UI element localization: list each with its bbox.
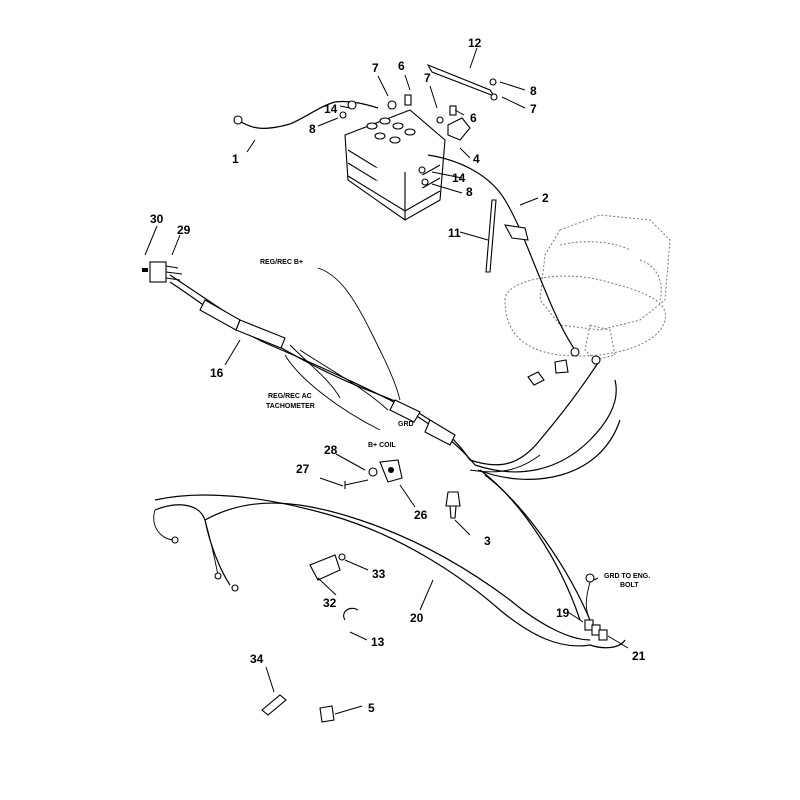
callout-27: 27 — [296, 462, 310, 476]
reg-rec-b-wire — [317, 267, 401, 401]
battery — [344, 109, 446, 221]
callout-13: 13 — [371, 635, 385, 649]
callout-7a: 7 — [372, 61, 379, 75]
callout-33: 33 — [372, 567, 386, 581]
clip-33 — [309, 554, 341, 581]
clip-34 — [261, 694, 287, 716]
tachometer-wire — [289, 344, 341, 399]
cap-4 — [447, 117, 471, 141]
callout-19: 19 — [556, 606, 570, 620]
washer-8b — [489, 78, 497, 86]
callout-28: 28 — [324, 443, 338, 457]
callout-14a: 14 — [324, 102, 338, 116]
washer-8a — [339, 111, 347, 119]
cable-1-terminal — [233, 115, 243, 125]
callout-34: 34 — [250, 652, 264, 666]
callout-12: 12 — [468, 36, 482, 50]
screw-27 — [344, 479, 369, 489]
ring-13 — [343, 607, 359, 621]
tag-reg-rec-ac: REG/REC AC — [268, 393, 312, 400]
nut-7b — [436, 116, 444, 124]
callout-7b: 7 — [424, 71, 431, 85]
battery-cable-1 — [237, 100, 379, 129]
callout-14b: 14 — [452, 171, 466, 185]
callout-6b: 6 — [470, 111, 477, 125]
terminal-block — [584, 619, 608, 641]
strap-12 — [426, 63, 496, 98]
engine-ghost-outline — [504, 214, 671, 361]
leader-lines — [144, 47, 629, 715]
harness-connector — [142, 261, 183, 283]
callout-26: 26 — [414, 508, 428, 522]
callout-21: 21 — [632, 649, 646, 663]
callout-11: 11 — [448, 226, 461, 240]
callout-29: 29 — [177, 223, 191, 237]
washer-14a — [347, 100, 357, 110]
battery-cable-2 — [427, 154, 576, 351]
washer-28 — [368, 467, 378, 477]
nut-7c — [490, 93, 498, 101]
callout-5: 5 — [368, 701, 375, 715]
callout-32: 32 — [323, 596, 337, 610]
callout-1: 1 — [232, 152, 239, 166]
washer-8c — [421, 178, 429, 186]
clip-5 — [319, 705, 335, 723]
harness-to-starter — [469, 359, 601, 466]
tag-reg-rec-b: REG/REC B+ — [260, 259, 303, 266]
battery-hardware — [339, 63, 498, 273]
callout-16: 16 — [210, 366, 224, 380]
bolt-6a — [404, 94, 412, 106]
callout-7c: 7 — [530, 102, 537, 116]
tag-grd-eng: GRD TO ENG. — [604, 573, 650, 580]
small-parts — [261, 459, 461, 723]
washer-14b — [418, 166, 426, 174]
callout-20: 20 — [410, 611, 424, 625]
callout-4: 4 — [473, 152, 480, 166]
tag-b-coil: B+ COIL — [368, 442, 397, 449]
tag-grd: GRD — [398, 421, 414, 428]
callout-2: 2 — [542, 191, 549, 205]
nut-7a — [387, 100, 397, 110]
hold-down-rod-11 — [485, 199, 497, 273]
sender-3 — [445, 491, 461, 519]
tag-tachometer: TACHOMETER — [266, 403, 315, 410]
callout-8b: 8 — [466, 185, 473, 199]
callout-30: 30 — [150, 212, 164, 226]
callout-8c: 8 — [530, 84, 537, 98]
callout-8a: 8 — [309, 122, 316, 136]
callout-3: 3 — [484, 534, 491, 548]
callout-6a: 6 — [398, 59, 405, 73]
tag-bolt: BOLT — [620, 582, 639, 589]
